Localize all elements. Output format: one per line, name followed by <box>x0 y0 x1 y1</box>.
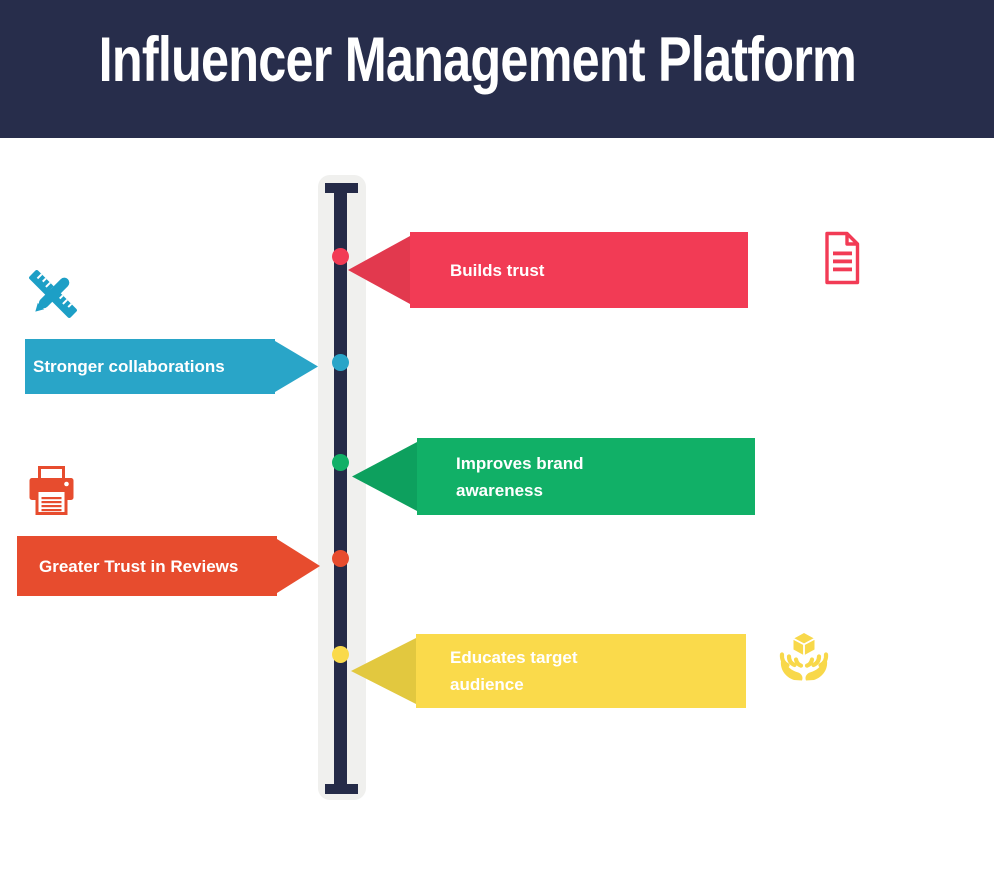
banner-body: Greater Trust in Reviews <box>17 536 277 596</box>
timeline-dot-builds-trust <box>332 248 349 265</box>
hands-holding-box-icon <box>777 630 831 689</box>
header-banner: Influencer Management Platform <box>0 0 994 138</box>
page-title: Influencer Management Platform <box>98 25 856 95</box>
document-icon <box>822 231 862 290</box>
banner-label: Improves brand awareness <box>456 453 584 500</box>
timeline-dot-brand-awareness <box>332 454 349 471</box>
banner-body: Stronger collaborations <box>25 339 275 394</box>
ruler-pencil-icon <box>27 268 79 325</box>
banner-body: Improves brand awareness <box>417 438 755 515</box>
timeline-top-cap <box>325 183 358 193</box>
banner-label: Builds trust <box>450 260 545 280</box>
banner-arrowhead <box>275 341 318 392</box>
banner-body: Builds trust <box>410 232 748 308</box>
timeline-dot-stronger-collabs <box>332 354 349 371</box>
banner-body: Educates target audience <box>416 634 746 708</box>
timeline-bottom-cap <box>325 784 358 794</box>
banner-label: Educates target audience <box>450 648 578 694</box>
timeline-dot-educates-audience <box>332 646 349 663</box>
banner-arrowhead <box>277 539 320 593</box>
timeline-bar <box>334 184 347 794</box>
banner-label: Greater Trust in Reviews <box>39 556 239 576</box>
timeline-dot-trust-in-reviews <box>332 550 349 567</box>
banner-label: Stronger collaborations <box>33 357 225 376</box>
printer-icon <box>29 466 74 521</box>
